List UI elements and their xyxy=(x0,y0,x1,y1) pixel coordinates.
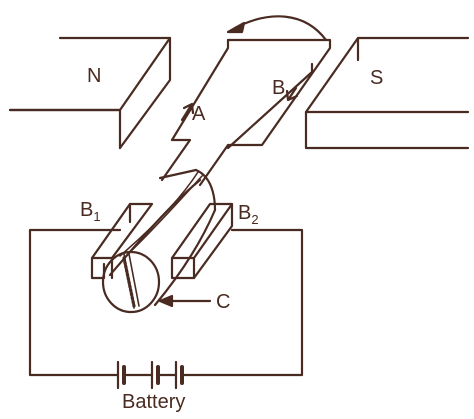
commutator-pointer-head-icon xyxy=(158,294,174,308)
coil-side-b-label: B xyxy=(272,77,286,99)
battery-cells xyxy=(110,360,210,390)
north-magnet xyxy=(8,36,172,150)
brush-b2 xyxy=(170,202,234,280)
coil-side-a-label: A xyxy=(192,103,206,125)
rotation-arrow-icon xyxy=(233,15,328,42)
brush-b2-label: B2 xyxy=(238,202,259,226)
battery-label: Battery xyxy=(122,391,186,413)
arrow-a-icon xyxy=(180,102,195,122)
brush-b1-label: B1 xyxy=(80,199,101,223)
commutator xyxy=(101,168,217,314)
commutator-label: C xyxy=(216,291,231,313)
brush-b1-subscript: 1 xyxy=(93,209,101,224)
south-magnet xyxy=(304,36,470,150)
north-pole-label: N xyxy=(87,65,102,87)
brush-b1-letter: B xyxy=(80,199,94,221)
south-pole-label: S xyxy=(370,67,384,89)
rotation-arrowhead-icon xyxy=(226,21,246,34)
circuit-wire xyxy=(28,228,304,377)
brush-b2-letter: B xyxy=(238,202,252,224)
arrow-b-icon xyxy=(285,86,299,102)
brush-b1 xyxy=(90,202,154,280)
commutator-split xyxy=(119,171,203,309)
brush-b2-subscript: 2 xyxy=(251,212,259,227)
